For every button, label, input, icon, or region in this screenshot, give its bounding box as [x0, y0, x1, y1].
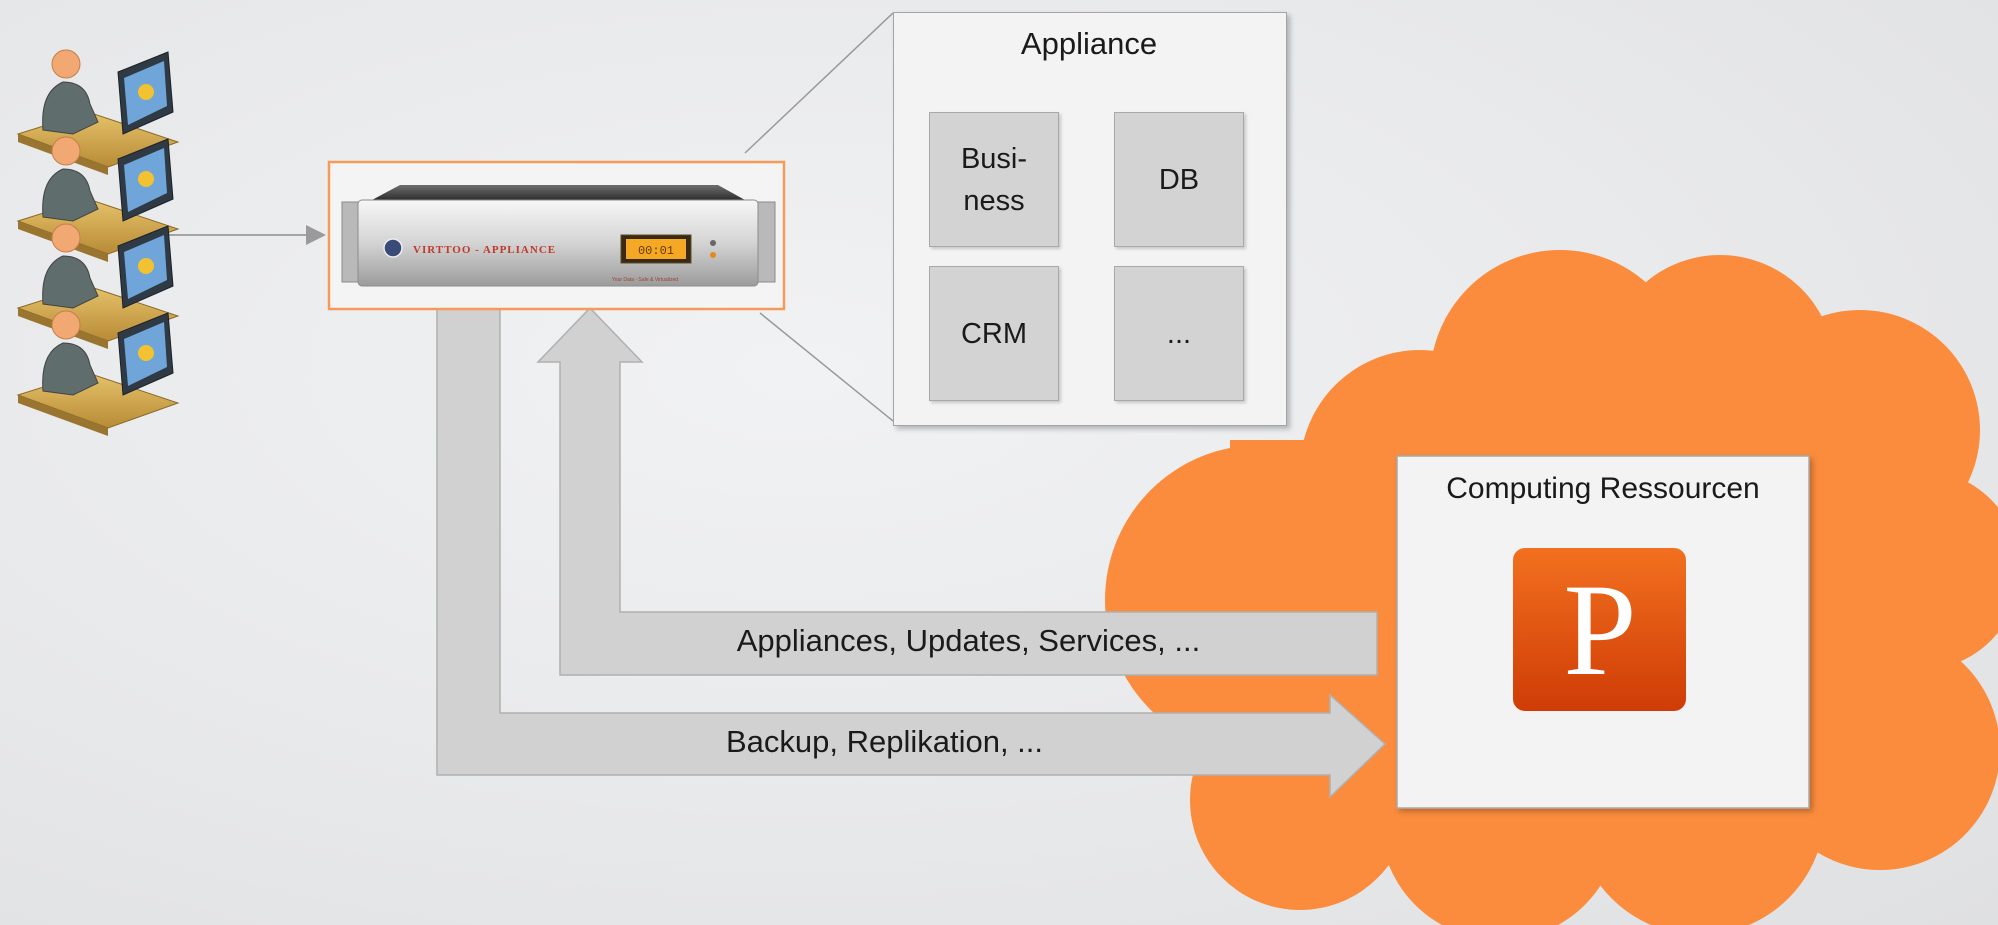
user-workstation-icon: [16, 310, 180, 436]
users-group: [16, 49, 180, 436]
server-appliance: VIRTTOO - APPLIANCE 00:01 Your Data - Sa…: [341, 185, 776, 287]
downstream-arrow-label: Backup, Replikation, ...: [725, 724, 1044, 759]
module-db-label: DB: [1158, 163, 1200, 196]
module-more: ...: [1114, 266, 1244, 401]
users-to-server-arrow: [160, 225, 326, 245]
module-more-label: ...: [1166, 317, 1192, 350]
p-logo-letter: P: [1563, 556, 1636, 703]
server-display: 00:01: [638, 244, 674, 258]
upstream-arrow: [536, 306, 1378, 676]
cloud-panel-title: Computing Ressourcen: [1446, 472, 1760, 505]
module-business: Busi- ness: [929, 112, 1059, 247]
appliance-panel-title: Appliance: [1020, 26, 1158, 61]
downstream-arrow: [436, 307, 1387, 799]
zoom-connector-lines: [744, 12, 894, 422]
module-crm: CRM: [929, 266, 1059, 401]
upstream-arrow-label: Appliances, Updates, Services, ...: [736, 623, 1201, 658]
server-footer-text: Your Data - Safe & Virtualized: [612, 277, 678, 283]
cloud-computing-panel-group: P: [1396, 455, 1810, 809]
p-logo-icon: [1513, 548, 1686, 711]
module-business-label: Busi- ness: [960, 142, 1028, 217]
module-db: DB: [1114, 112, 1244, 247]
module-crm-label: CRM: [960, 317, 1028, 350]
server-front-label: VIRTTOO - APPLIANCE: [413, 244, 556, 256]
